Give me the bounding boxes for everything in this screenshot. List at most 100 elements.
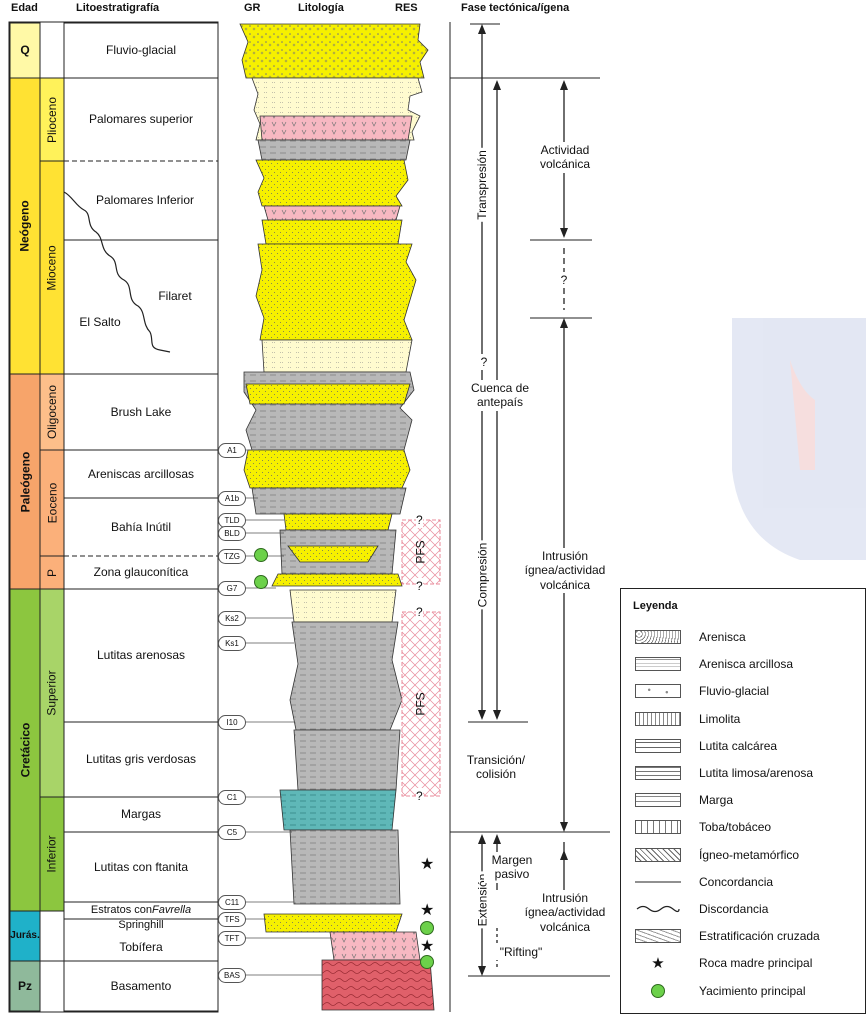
tectonic-actividad-volcanica: Actividad volcánica: [520, 142, 610, 173]
legend-title: Leyenda: [633, 600, 678, 612]
formation-areniscas-arcillosas: Areniscas arcillosas: [64, 450, 218, 498]
marker-a1b: A1b: [218, 491, 246, 506]
legend-item: Concordancia: [635, 872, 773, 892]
tectonic-transicion: Transición/ colisión: [456, 752, 536, 783]
era-q: Q: [10, 23, 40, 78]
legend-label: Ígneo-metamórfico: [699, 848, 799, 862]
legend-item: Arenisca: [635, 627, 746, 647]
legend-item: Ígneo-metamórfico: [635, 845, 799, 865]
epoch-p: P: [40, 556, 64, 589]
legend-swatch: [635, 712, 681, 726]
source-rock-star: ★: [420, 854, 434, 874]
legend-swatch: [635, 875, 681, 889]
formation-bahia-inutil: Bahía Inútil: [64, 498, 218, 556]
legend-label: Toba/tobáceo: [699, 820, 771, 834]
marker-i10: I10: [218, 715, 246, 730]
formation-lutitas-arenosas: Lutitas arenosas: [64, 589, 218, 722]
legend-swatch: [635, 657, 681, 671]
legend-item: Discordancia: [635, 899, 768, 919]
star-icon: ★: [635, 956, 681, 970]
legend-label: Roca madre principal: [699, 956, 812, 970]
legend-label: Limolita: [699, 712, 740, 726]
tectonic-compresion: Compresión: [472, 520, 492, 630]
marker-tft: TFT: [218, 931, 246, 946]
res-pfs-lower: PFS: [402, 612, 440, 796]
marker-c11: C11: [218, 895, 246, 910]
legend-label: Yacimiento principal: [699, 984, 806, 998]
legend-swatch: [635, 739, 681, 753]
formation-palomares-superior: Palomares superior: [64, 78, 218, 161]
legend-item: Estratificación cruzada: [635, 926, 820, 946]
formation-el-salto: El Salto: [70, 312, 130, 332]
epoch-plioceno: Plioceno: [40, 78, 64, 161]
era-pz: Pz: [10, 961, 40, 1011]
legend-label: Concordancia: [699, 875, 773, 889]
epoch-eoceno: Eoceno: [40, 450, 64, 556]
legend-label: Estratificación cruzada: [699, 929, 820, 943]
formation-palomares-inferior: Palomares Inferior: [90, 161, 200, 240]
legend-item: Fluvio-glacial: [635, 681, 769, 701]
watermark-shield: [732, 318, 866, 560]
legend-item: Lutita calcárea: [635, 736, 777, 756]
legend-swatch: [635, 820, 681, 834]
legend-swatch: [635, 848, 681, 862]
marker-a1: A1: [218, 443, 246, 458]
marker-tfs: TFS: [218, 912, 246, 927]
legend-label: Lutita limosa/arenosa: [699, 766, 813, 780]
marker-g7: G7: [218, 581, 246, 596]
tectonic-cuenca-antepais: Cuenca de antepaís: [460, 380, 540, 411]
marker-ks2: Ks2: [218, 611, 246, 626]
legend-item: Arenisca arcillosa: [635, 654, 793, 674]
epoch-inferior: Inferior: [40, 797, 64, 911]
tectonic-transpresion: Transpresión: [472, 130, 492, 240]
legend-label: Lutita calcárea: [699, 739, 777, 753]
formation-lutitas-con-ftanita: Lutitas con ftanita: [64, 832, 218, 902]
marker-bld: BLD: [218, 526, 246, 541]
res-lower-query-bottom: ?: [416, 788, 423, 804]
field-circle: [254, 548, 268, 562]
legend-item: Lutita limosa/arenosa: [635, 763, 813, 783]
era-cretacico: Cretácico: [10, 589, 40, 911]
legend-label: Fluvio-glacial: [699, 684, 769, 698]
epoch-mioceno: Mioceno: [40, 161, 64, 374]
field-circle: [254, 575, 268, 589]
tectonic-cuenca-query: ?: [474, 354, 494, 370]
legend-item: ★ Roca madre principal: [635, 953, 812, 973]
era-paleogeno: Paleógeno: [10, 374, 40, 589]
legend-swatch: [635, 793, 681, 807]
legend-swatch: [635, 684, 681, 698]
legend-item: Limolita: [635, 709, 740, 729]
legend-label: Arenisca: [699, 630, 746, 644]
legend-swatch: [635, 630, 681, 644]
formation-fluvio-glacial: Fluvio-glacial: [64, 23, 218, 78]
formation-basamento: Basamento: [64, 961, 218, 1011]
legend-label: Arenisca arcillosa: [699, 657, 793, 671]
formation-margas: Margas: [64, 797, 218, 832]
era-neogeno: Neógeno: [10, 78, 40, 374]
formation-filaret: Filaret: [150, 286, 200, 306]
tectonic-query-mid: ?: [556, 272, 572, 288]
formation-zona-glauconitica: Zona glauconítica: [64, 556, 218, 589]
res-pfs-upper: PFS: [402, 520, 440, 584]
legend-item: Yacimiento principal: [635, 981, 806, 1001]
tectonic-margen-pasivo: Margen pasivo: [484, 852, 540, 883]
formation-brush-lake: Brush Lake: [64, 374, 218, 450]
circle-icon: [635, 984, 681, 998]
legend-swatch: [635, 929, 681, 943]
marker-tzg: TZG: [218, 549, 246, 564]
era-jurasico: Jurás.: [10, 911, 40, 961]
source-rock-star: ★: [420, 900, 434, 920]
epoch-oligoceno: Oligoceno: [40, 374, 64, 450]
source-rock-star: ★: [420, 936, 434, 956]
res-lower-query-top: ?: [416, 604, 423, 620]
formation-lutitas-gris-verdosas: Lutitas gris verdosas: [64, 722, 218, 797]
legend-swatch: [635, 766, 681, 780]
tectonic-rifting: "Rifting": [486, 944, 556, 960]
legend-item: Toba/tobáceo: [635, 817, 771, 837]
marker-c1: C1: [218, 790, 246, 805]
formation-estratos-favrella: Estratos con Favrella: [64, 902, 218, 919]
legend-item: Marga: [635, 790, 733, 810]
field-circle: [420, 921, 434, 935]
